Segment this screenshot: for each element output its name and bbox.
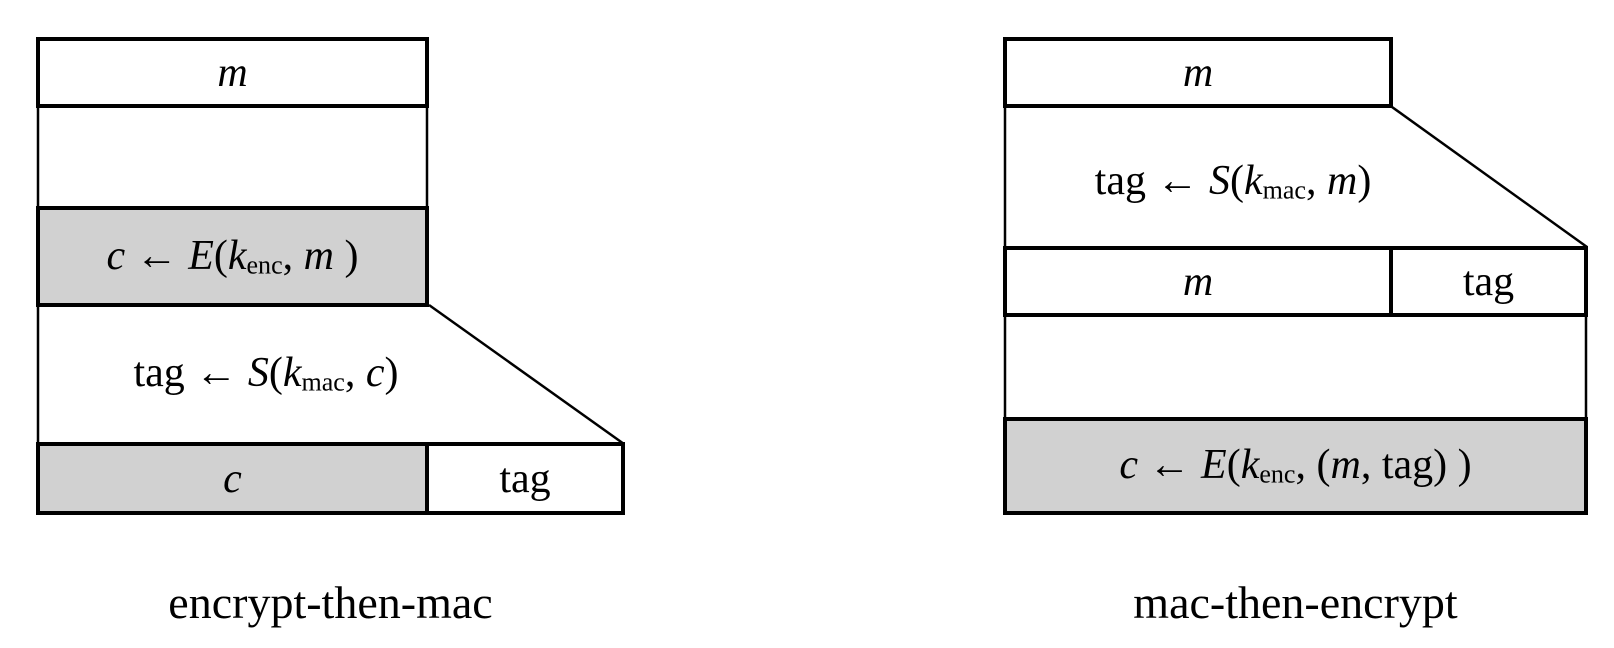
mte-sign-text: tag ← S(kmac, m) bbox=[1094, 158, 1372, 205]
etm-output-tag-label: tag bbox=[499, 455, 551, 502]
etm-message-label: m bbox=[217, 49, 248, 96]
etm-output-tag-box: tag bbox=[425, 442, 625, 515]
etm-message-box: m bbox=[36, 37, 429, 108]
mte-row-tag-label: tag bbox=[1462, 258, 1515, 305]
etm-encrypt-label: c ← E(kenc, m ) bbox=[106, 232, 359, 280]
mte-message-box: m bbox=[1003, 37, 1393, 108]
etm-encrypt-box: c ← E(kenc, m ) bbox=[36, 206, 429, 307]
mte-encrypt-box: c ← E(kenc, (m, tag) ) bbox=[1003, 417, 1588, 515]
mte-caption: mac-then-encrypt bbox=[1133, 577, 1458, 628]
etm-sign-text: tag ← S(kmac, c) bbox=[133, 350, 399, 397]
mte-row-m-box: m bbox=[1003, 246, 1393, 317]
mte-message-label: m bbox=[1182, 49, 1214, 96]
mte-encrypt-label: c ← E(kenc, (m, tag) ) bbox=[1119, 442, 1472, 489]
mte-row-m-label: m bbox=[1182, 258, 1214, 305]
mte-row-tag-box: tag bbox=[1389, 246, 1588, 317]
etm-output-c-box: c bbox=[36, 442, 429, 515]
etm-caption: encrypt-then-mac bbox=[168, 577, 493, 628]
etm-output-c-label: c bbox=[223, 455, 242, 502]
